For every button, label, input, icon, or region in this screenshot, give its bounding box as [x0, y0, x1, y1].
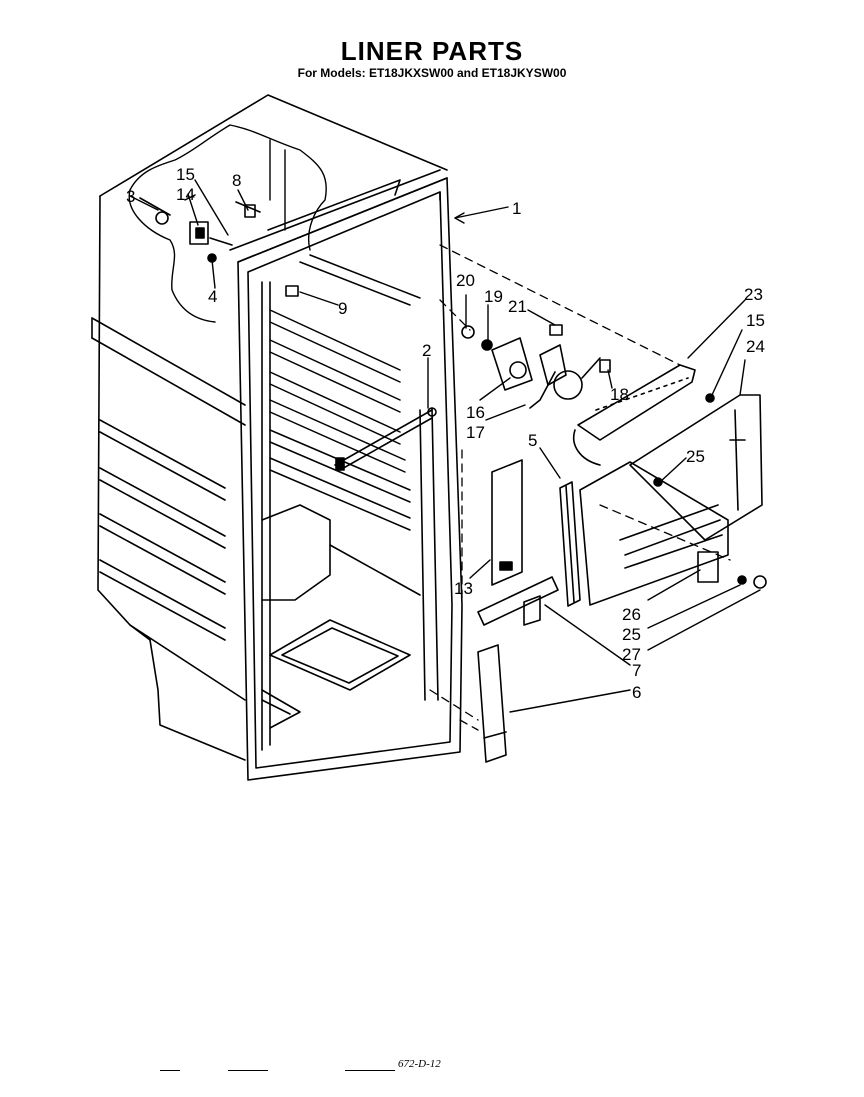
part-6-lower-duct	[477, 644, 507, 763]
callout-8: 8	[232, 171, 241, 190]
callout-15-right: 15	[746, 311, 765, 330]
callout-26: 26	[622, 605, 641, 624]
top-cutaway	[128, 124, 327, 323]
part-5-channel	[559, 481, 581, 607]
callout-15-top: 15	[176, 165, 195, 184]
callout-25-upper: 25	[686, 447, 705, 466]
part-23-shroud	[573, 364, 696, 466]
leader-lines	[129, 179, 761, 713]
cabinet-liner	[91, 94, 448, 761]
footer-blank-line	[228, 1070, 268, 1071]
diagram-code: 672-D-12	[398, 1058, 441, 1070]
callout-4: 4	[208, 287, 217, 306]
callout-21: 21	[508, 297, 527, 316]
shelf-rails	[269, 254, 421, 531]
callout-25-lower: 25	[622, 625, 641, 644]
callout-23: 23	[744, 285, 763, 304]
callout-19: 19	[484, 287, 503, 306]
callout-17: 17	[466, 423, 485, 442]
model-subtitle: For Models: ET18JKXSW00 and ET18JKYSW00	[297, 66, 567, 80]
bottom-compartment	[261, 504, 421, 729]
part-13-duct-cover	[491, 459, 523, 586]
callout-9: 9	[338, 299, 347, 318]
part-25-panel	[579, 461, 729, 606]
callout-20: 20	[456, 271, 475, 290]
callout-numbers: 1 2 3 4 5 6 7 8 9 13 14 15 15 16 17 18 1…	[126, 165, 765, 702]
part-24-evaporator-cover	[629, 394, 763, 541]
callout-1: 1	[512, 199, 521, 218]
callout-6: 6	[632, 683, 641, 702]
footer-blank-line	[345, 1070, 395, 1071]
page-title: LINER PARTS	[340, 36, 524, 66]
footer-blank-line	[160, 1070, 180, 1071]
part-7-bracket	[477, 576, 559, 626]
assembly-lines	[429, 244, 731, 731]
fasteners	[653, 393, 767, 589]
liner-front-frame	[237, 177, 463, 781]
control-hardware	[139, 197, 299, 297]
callout-27: 27	[622, 645, 641, 664]
callout-16: 16	[466, 403, 485, 422]
callout-2: 2	[422, 341, 431, 360]
callout-24: 24	[746, 337, 765, 356]
callout-3: 3	[126, 187, 135, 206]
part-2-thermostat-rod	[334, 407, 437, 471]
callout-14: 14	[176, 185, 195, 204]
callout-7: 7	[632, 661, 641, 680]
callout-5: 5	[528, 431, 537, 450]
fan-motor-assembly	[461, 324, 611, 409]
callout-13: 13	[454, 579, 473, 598]
callout-18: 18	[610, 385, 629, 404]
